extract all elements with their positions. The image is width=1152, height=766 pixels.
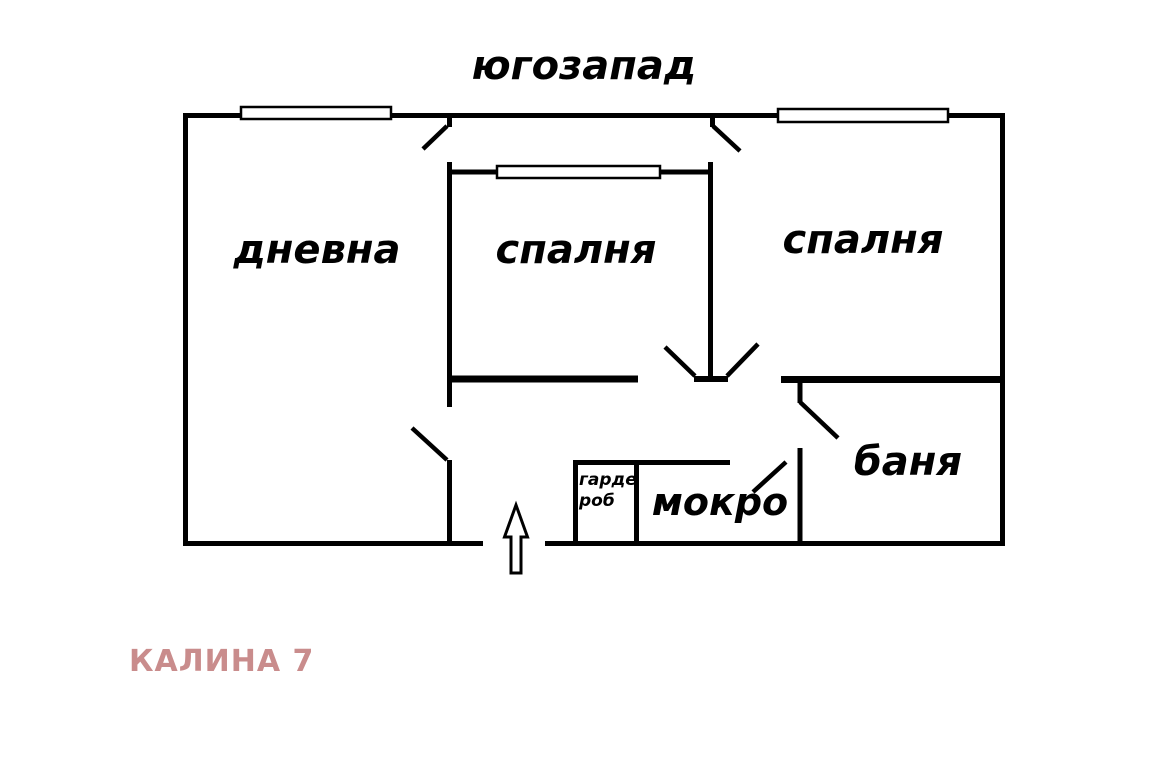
entrance-arrow-icon: [502, 500, 530, 575]
room-label-wetroom: мокро: [651, 480, 789, 524]
room-label-wardrobe-line1: гарде: [579, 470, 637, 490]
door-living-hall: [410, 426, 449, 462]
door-living-balcony: [421, 124, 449, 151]
room-label-bedroom1: спалня: [495, 227, 657, 273]
room-label-bedroom2: спалня: [782, 217, 944, 263]
room-label-living: дневна: [233, 227, 401, 273]
door-bathroom: [798, 400, 840, 440]
window-bedroom1: [495, 164, 662, 180]
window-bedroom2: [776, 107, 950, 124]
room-label-wardrobe-line2: роб: [579, 490, 615, 511]
room-label-bathroom: баня: [853, 439, 963, 485]
door-bedroom1-hall: [663, 345, 697, 378]
door-wetroom: [751, 460, 788, 494]
orientation-title: югозапад: [471, 43, 697, 89]
door-bedroom2-balcony: [711, 124, 742, 153]
window-living: [239, 105, 393, 121]
building-name: КАЛИНА 7: [129, 644, 315, 679]
door-bedroom2-hall: [725, 342, 760, 378]
room-label-wardrobe: гарде роб: [579, 470, 637, 511]
